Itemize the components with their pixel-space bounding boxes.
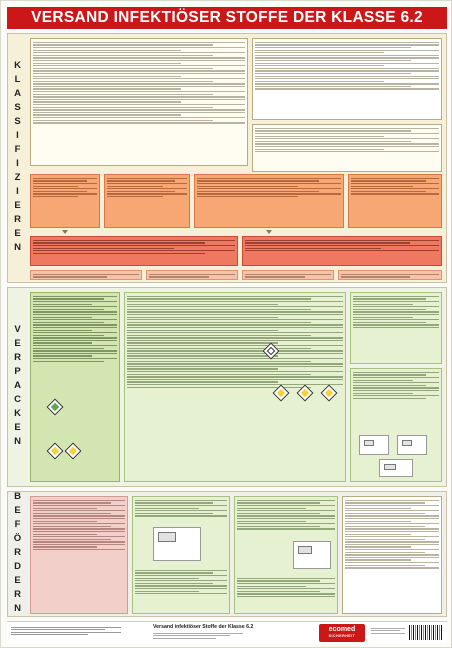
section-label-text: BEFÖRDERN [12,491,23,617]
packing-instruction-p650-box [124,292,346,482]
shipping-document-icon [293,541,331,569]
barcode [409,625,443,640]
flow-box-4 [348,174,442,228]
section-label-text: VERPACKEN [12,324,23,450]
flow-box-3 [194,174,344,228]
package-icon [359,435,389,455]
section-label-klassifizieren: KLASSIFIZIEREN [8,34,26,282]
category-a-box [30,236,238,266]
poster-title: VERSAND INFEKTIÖSER STOFFE DER KLASSE 6.… [7,7,447,29]
infectious-substance-label-icon [46,398,64,416]
marking-box [350,368,442,482]
result-box-4 [338,270,442,280]
classification-overview-box [30,38,248,166]
classification-notes-box [252,124,442,172]
footer: Versand infektiöser Stoffe der Klasse 6.… [7,621,447,643]
flow-box-2 [104,174,190,228]
flow-box-1 [30,174,100,228]
exemption-box [350,292,442,364]
hazard-label-icon [46,442,64,460]
footer-contact [371,626,405,635]
packing-instruction-p620-box [30,292,120,482]
footer-subtitle [153,631,243,640]
result-box-1 [30,270,142,280]
transport-column-1 [30,496,128,614]
result-box-2 [146,270,238,280]
flow-arrow [62,230,68,234]
logo-main-text: ecomed [328,625,356,633]
section-verpacken: VERPACKEN [7,287,447,487]
flow-arrow [266,230,272,234]
transport-column-3 [234,496,338,614]
package-icon [379,459,413,477]
section-befoerdern: BEFÖRDERN [7,491,447,617]
package-icon [397,435,427,455]
logo-sub-text: SICHERHEIT [328,634,356,638]
section-label-verpacken: VERPACKEN [8,288,26,486]
shipping-document-icon [153,527,201,561]
transport-column-2 [132,496,230,614]
result-box-3 [242,270,334,280]
section-label-text: KLASSIFIZIEREN [12,60,23,256]
section-klassifizieren: KLASSIFIZIEREN [7,33,447,283]
ecomed-logo: ecomed SICHERHEIT [319,624,365,642]
hazard-label-icon [64,442,82,460]
section-label-befoerdern: BEFÖRDERN [8,491,26,617]
category-b-box [242,236,442,266]
footer-title: Versand infektiöser Stoffe der Klasse 6.… [153,624,254,630]
transport-checklist [342,496,442,614]
un-number-table [252,38,442,120]
footer-notes [11,625,121,637]
